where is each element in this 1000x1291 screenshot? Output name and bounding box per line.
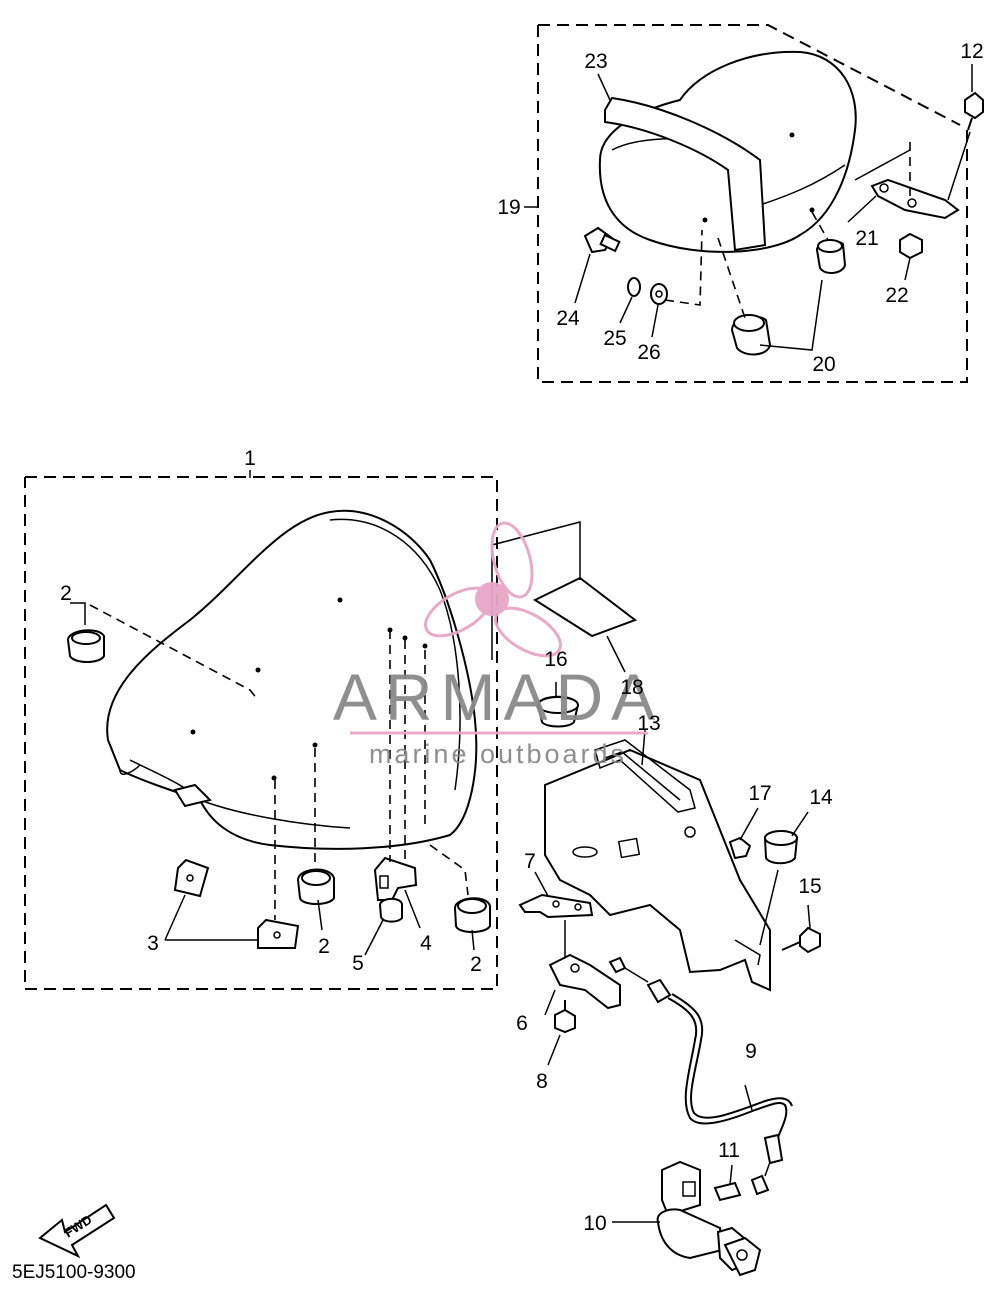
callout-12: 12 [960,40,983,63]
watermark-title: ARMADA [333,660,663,734]
callout-6: 6 [516,1012,528,1035]
callout-7: 7 [524,850,536,873]
callout-19: 19 [497,196,520,219]
callout-10: 10 [583,1212,606,1235]
callout-2: 2 [470,953,482,976]
callout-2: 2 [60,582,72,605]
callout-11: 11 [718,1139,740,1162]
callout-26: 26 [637,341,660,364]
callout-5: 5 [352,952,364,975]
callout-23: 23 [584,50,607,73]
callout-9: 9 [745,1040,757,1063]
passenger-seat-group [537,24,984,383]
fwd-arrow: FWD [38,1203,116,1259]
watermark-propeller-hub [475,582,509,616]
callout-21: 21 [855,227,878,250]
callouts: 1 2 2 2 3 4 5 6 7 8 9 10 11 12 13 14 15 … [60,40,984,1235]
callout-25: 25 [603,327,626,350]
callout-15: 15 [798,875,821,898]
callout-3: 3 [147,932,159,955]
callout-8: 8 [536,1070,548,1093]
callout-1: 1 [244,447,256,470]
callout-4: 4 [420,932,432,955]
watermark-subtitle: marine outboards [369,739,627,769]
callout-14: 14 [809,786,833,809]
callout-18: 18 [620,676,643,699]
part-code-label: 5EJ5100-9300 [12,1262,136,1283]
watermark-propeller-blade [490,521,534,599]
callout-22: 22 [885,284,908,307]
watermark: ARMADA marine outboards [333,521,663,769]
main-seat-group [24,476,498,990]
callout-13: 13 [637,712,660,735]
fender-lock-group [491,521,821,1277]
callout-17: 17 [748,782,771,805]
callout-24: 24 [556,307,580,330]
callout-2: 2 [318,935,330,958]
callout-16: 16 [544,648,567,671]
callout-20: 20 [812,353,835,376]
